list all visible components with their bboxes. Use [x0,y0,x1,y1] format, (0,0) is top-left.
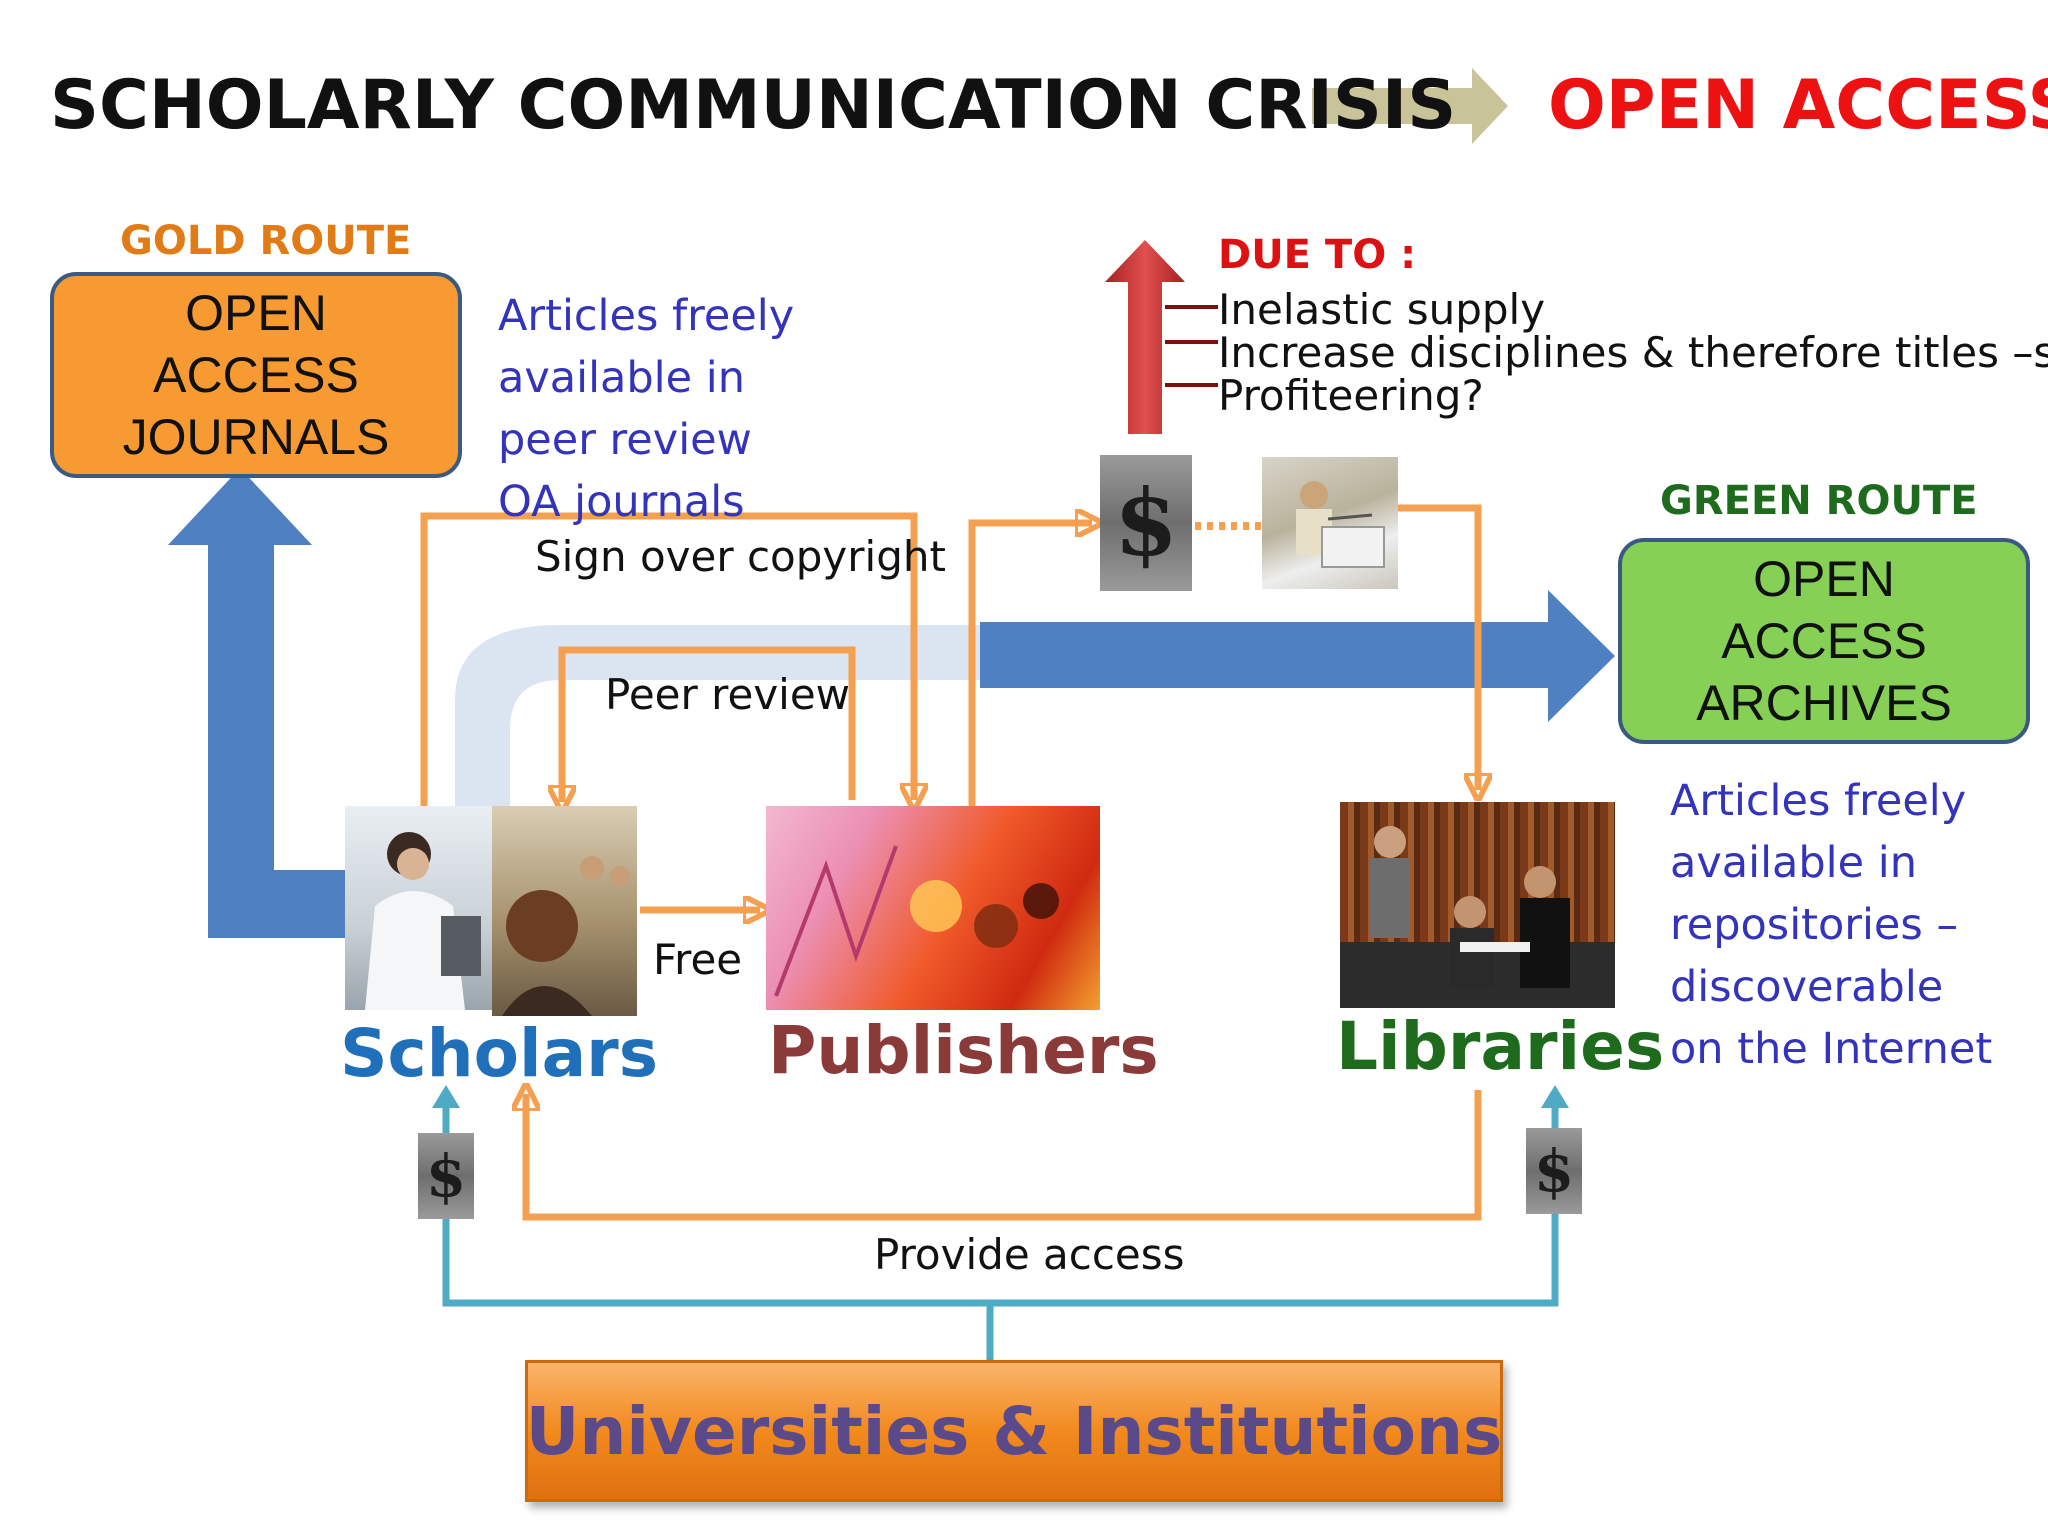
cause-item: Profiteering? [1218,371,1484,420]
gold-route-label: GOLD ROUTE [120,218,412,264]
cause-item: Increase disciplines & therefore titles … [1218,328,2048,377]
due-to-heading: DUE TO : [1218,232,1417,278]
green-desc-line: discoverable [1670,962,1944,1012]
red-rising-arrow [1105,240,1185,434]
green-route-band-light [455,625,990,820]
green-desc-line: on the Internet [1670,1024,1993,1074]
gold-route-description: Articles freely available in peer review… [498,285,794,533]
dollar-icon: $ [1100,455,1192,591]
meeting-photo [492,806,637,1016]
open-access-journals-box: OPEN ACCESS JOURNALS [50,272,462,478]
gold-desc-line: peer review [498,415,752,465]
cause-item: Inelastic supply [1218,285,1546,334]
page-title: SCHOLARLY COMMUNICATION CRISIS [50,66,1457,145]
gold-desc-line: OA journals [498,477,745,527]
green-route-label: GREEN ROUTE [1660,478,1978,524]
green-box-line: OPEN [1753,551,1895,607]
scholars-label: Scholars [340,1015,658,1092]
dollar-icon: $ [1526,1128,1582,1214]
free-label: Free [653,935,743,984]
gold-desc-line: available in [498,353,745,403]
peer-review-label: Peer review [605,670,851,719]
green-desc-line: repositories – [1670,900,1958,950]
publishers-photo [766,806,1100,1010]
title-arrow [1312,68,1508,144]
gold-route-arrow [168,468,345,938]
dollar-icon: $ [418,1133,474,1219]
green-route-description: Articles freely available in repositorie… [1670,770,1992,1080]
green-route-arrow [980,590,1615,722]
institutions-label: Universities & Institutions [525,1392,1503,1470]
gold-box-line: ACCESS [153,347,359,403]
green-desc-line: available in [1670,838,1917,888]
green-box-line: ARCHIVES [1696,675,1952,731]
gold-desc-line: Articles freely [498,291,795,341]
payment-machine-photo [1262,457,1398,589]
libraries-label: Libraries [1336,1008,1665,1085]
scientist-photo [345,806,493,1010]
open-access-title: OPEN ACCESS [1548,66,2048,145]
open-access-archives-box: OPEN ACCESS ARCHIVES [1618,538,2030,744]
libraries-photo [1340,802,1615,1008]
publishers-label: Publishers [768,1012,1159,1089]
provide-access-label: Provide access [874,1230,1185,1279]
green-box-line: ACCESS [1721,613,1927,669]
sign-over-copyright-label: Sign over copyright [535,532,946,581]
gold-box-line: OPEN [185,285,327,341]
green-desc-line: Articles freely [1670,776,1967,826]
universities-institutions-box: Universities & Institutions [525,1360,1503,1502]
gold-box-line: JOURNALS [122,409,390,465]
